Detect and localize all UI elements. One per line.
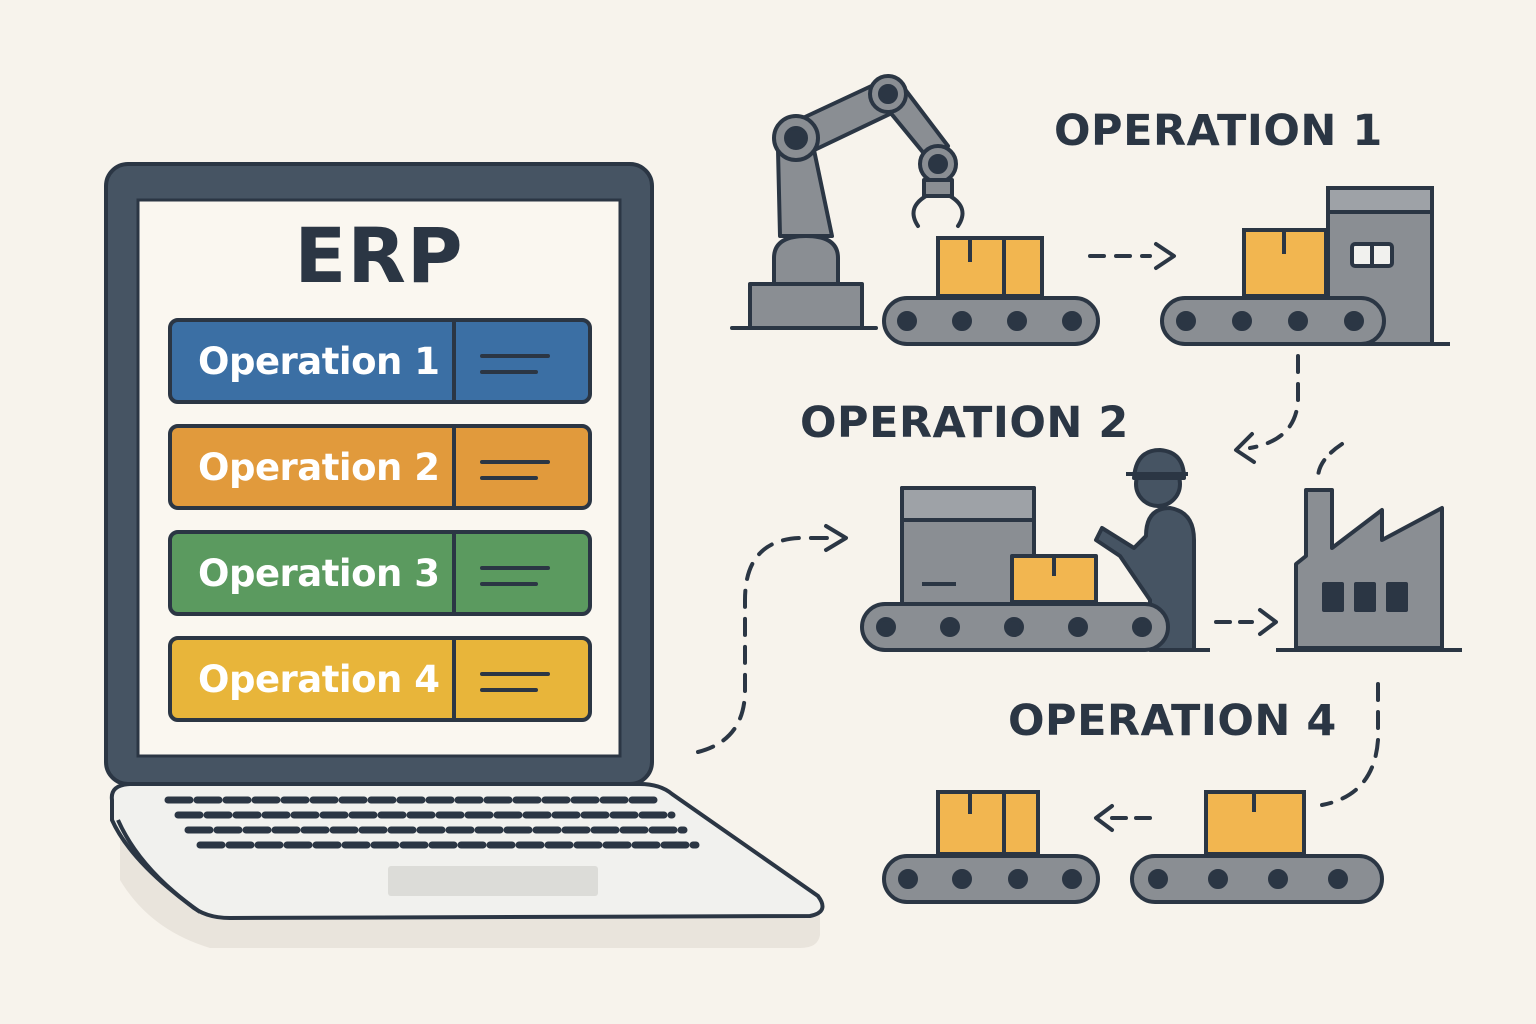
erp-operation-label: Operation 2 <box>172 428 456 506</box>
dashed-arrow-laptop-to-op2 <box>696 536 832 754</box>
robot-arm-icon <box>730 74 965 330</box>
dashed-arrow-op1-to-op2 <box>1248 354 1300 450</box>
conveyor-belt-op4 <box>1130 790 1384 904</box>
erp-operation-label: Operation 1 <box>172 322 456 400</box>
conveyor-belt-1 <box>882 236 1100 346</box>
erp-screen: ERP Operation 1 Operation 2 Operation 3 … <box>138 200 620 756</box>
erp-operation-label: Operation 3 <box>172 534 456 612</box>
menu-lines-icon <box>456 534 588 612</box>
trackpad <box>388 866 598 896</box>
dashed-arrow-factory-to-op4 <box>1320 682 1380 807</box>
keyboard <box>164 796 700 849</box>
flow-arrows <box>696 242 1380 832</box>
heading-operation-4: OPERATION 4 <box>1008 696 1337 746</box>
erp-operation-1[interactable]: Operation 1 <box>168 318 592 404</box>
erp-operation-4[interactable]: Operation 4 <box>168 636 592 722</box>
packing-station-op2 <box>860 448 1210 652</box>
menu-lines-icon <box>456 428 588 506</box>
erp-operation-3[interactable]: Operation 3 <box>168 530 592 616</box>
erp-operation-2[interactable]: Operation 2 <box>168 424 592 510</box>
menu-lines-icon <box>456 640 588 718</box>
heading-operation-2: OPERATION 2 <box>800 398 1129 448</box>
worker-icon <box>1094 448 1196 652</box>
menu-lines-icon <box>456 322 588 400</box>
factory-icon <box>1276 488 1462 652</box>
heading-operation-1: OPERATION 1 <box>1054 106 1383 156</box>
erp-operation-label: Operation 4 <box>172 640 456 718</box>
erp-title: ERP <box>294 211 464 300</box>
conveyor-belt-final <box>882 790 1100 904</box>
conveyor-building-op1 <box>1160 186 1450 346</box>
